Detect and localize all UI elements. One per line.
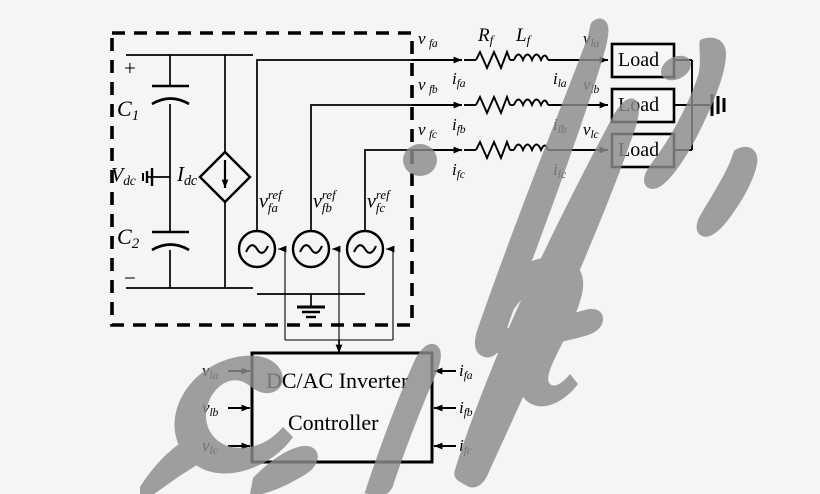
inverter-output-b-label: v fb	[418, 75, 438, 97]
source-ground-icon	[297, 305, 325, 319]
load-voltage-c-label: vlc	[583, 120, 599, 142]
controller-input-vlb-label: vlb	[202, 398, 219, 420]
source-neutral-tie	[257, 293, 365, 307]
ac-source-b	[291, 229, 331, 269]
load-neutral-bus	[674, 59, 712, 151]
load-voltage-a-label: vla	[583, 29, 600, 51]
ac-source-a	[237, 229, 277, 269]
filter-resistor-label: Rf	[478, 25, 493, 48]
load-current-a-label: ila	[553, 69, 567, 91]
inverter-output-a-label: v fa	[418, 29, 438, 51]
load-voltage-b-label: vlb	[583, 75, 600, 97]
dc-voltage-label: Vdc	[111, 164, 136, 188]
inverter-dashed-boundary	[110, 31, 414, 327]
dc-bus	[126, 54, 253, 289]
controller-title-line2: Controller	[288, 410, 379, 435]
controller-title-line1: DC/AC Inverter	[266, 368, 409, 393]
load-label-a: Load	[618, 49, 660, 71]
controller-left-inputs	[228, 367, 251, 450]
ac-source-c	[345, 229, 385, 269]
inverter-output-routing	[256, 59, 420, 235]
filter-current-b-label: ifb	[452, 115, 466, 137]
controller-input-ifc-label: ifc	[459, 436, 472, 458]
controller-to-source-lines	[277, 245, 395, 354]
inverter-output-c-label: v fc	[418, 120, 437, 142]
dc-positive-sign: +	[124, 56, 136, 80]
load-current-c-label: ilc	[553, 160, 566, 182]
filter-inductor-symbols	[513, 53, 549, 153]
dc-negative-sign: −	[124, 266, 136, 290]
filter-current-a-label: ifa	[452, 69, 466, 91]
capacitor-c2-symbol	[151, 230, 190, 252]
filter-current-c-label: ifc	[452, 160, 465, 182]
capacitor-c1-label: C1	[117, 96, 139, 125]
filter-resistor-symbols	[475, 49, 511, 161]
load-label-c: Load	[618, 139, 660, 161]
controller-input-vla-label: vla	[202, 361, 219, 383]
load-current-b-label: ilb	[553, 115, 567, 137]
dc-midpoint-tap	[142, 168, 170, 186]
load-label-b: Load	[618, 94, 660, 116]
controller-right-inputs	[433, 367, 456, 450]
filter-inductor-label: Lf	[516, 25, 530, 48]
controller-input-ifa-label: ifa	[459, 361, 473, 383]
capacitor-c1-symbol	[151, 84, 190, 106]
dc-current-source-symbol	[198, 150, 252, 204]
reference-source-symbols	[237, 229, 385, 269]
capacitor-c2-label: C2	[117, 224, 139, 253]
load-ground-icon	[710, 94, 726, 116]
controller-input-vlc-label: vlc	[202, 436, 218, 458]
dc-current-source-label: Idc	[177, 162, 197, 189]
controller-input-ifb-label: ifb	[459, 398, 473, 420]
